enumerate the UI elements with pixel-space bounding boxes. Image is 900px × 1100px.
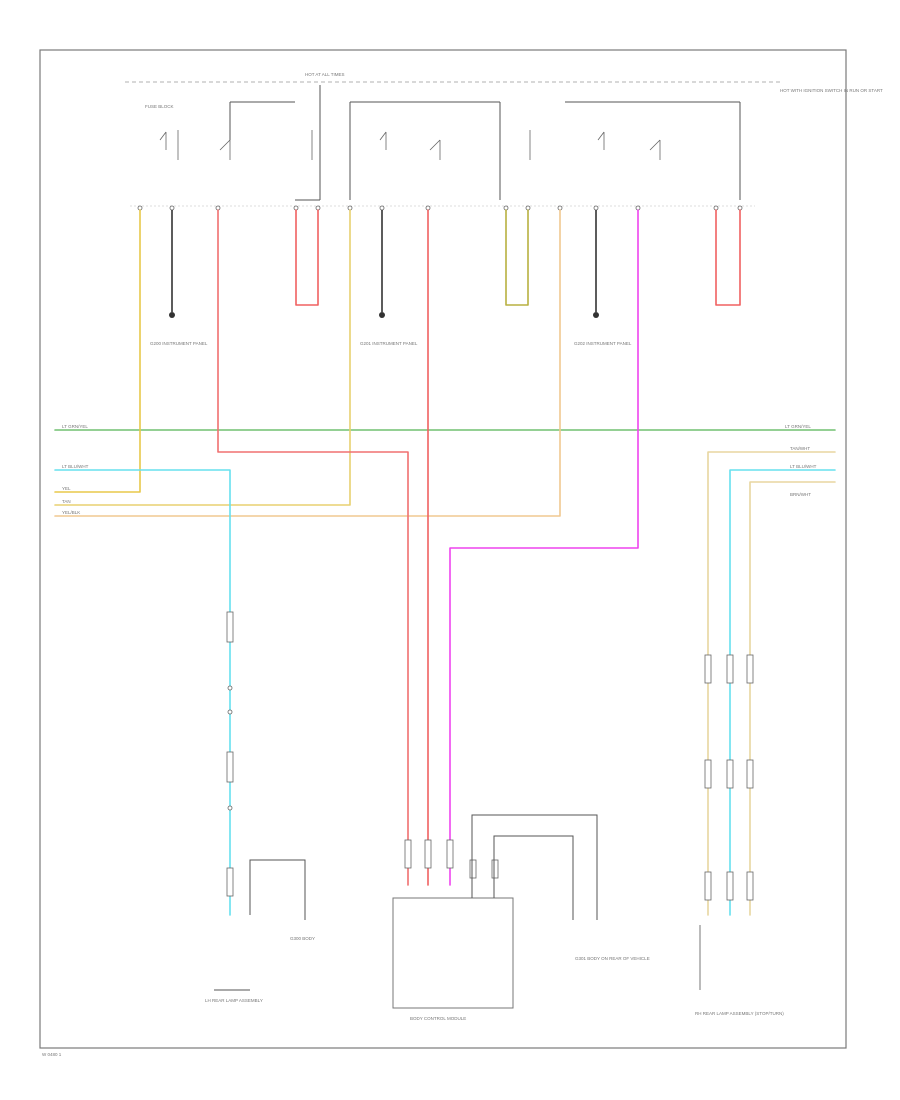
ground-icon xyxy=(169,312,175,318)
fuse-block: FUSE BLOCK xyxy=(145,85,741,201)
red-jumper-left xyxy=(295,209,319,306)
module-pins xyxy=(404,839,499,879)
ground-icon xyxy=(593,312,599,318)
ground-5-label: G301 BODY ON REAR OF VEHICLE xyxy=(575,956,650,961)
tan-wire-right xyxy=(707,451,836,916)
diagram-frame xyxy=(39,49,847,1049)
cyan-wire-left xyxy=(54,469,231,916)
ground-leads: G200 INSTRUMENT PANEL G201 INSTRUMENT PA… xyxy=(150,210,632,346)
top-bus-label: HOT AT ALL TIMES xyxy=(305,72,345,77)
ground-4-label: G300 BODY xyxy=(290,936,315,941)
lh-lamp-label: LH REAR LAMP ASSEMBLY xyxy=(205,998,263,1003)
red-jumper-right xyxy=(715,209,741,306)
right-label-1: TAN/WHT xyxy=(790,446,810,451)
magenta-wire xyxy=(449,209,639,886)
ground-icon xyxy=(379,312,385,318)
body-module-label: BODY CONTROL MODULE xyxy=(410,1016,466,1021)
left-label-4: YEL/BLK xyxy=(62,510,80,515)
ground-3-label: G202 INSTRUMENT PANEL xyxy=(574,341,632,346)
fuse-symbols xyxy=(159,130,741,160)
tan-wire-left xyxy=(54,209,561,517)
right-label-2: LT BLU/WHT xyxy=(790,464,817,469)
module-ground-wire-1 xyxy=(471,814,598,920)
ground-1-label: G200 INSTRUMENT PANEL xyxy=(150,341,208,346)
left-label-3: TAN xyxy=(62,499,71,504)
left-label-1: LT BLU/WHT xyxy=(62,464,89,469)
module-ground-wire-2 xyxy=(493,835,574,920)
right-label-3: BRN/WHT xyxy=(790,492,811,497)
yellow-wire-2 xyxy=(54,209,351,506)
connector-row-top xyxy=(130,205,755,211)
right-note: HOT WITH IGNITION SWITCH IN RUN OR START xyxy=(780,88,883,93)
left-label-0: LT GRN/YEL xyxy=(62,424,88,429)
right-label-0: LT GRN/YEL xyxy=(785,424,811,429)
body-control-module xyxy=(392,897,514,1009)
ground-2-label: G201 INSTRUMENT PANEL xyxy=(360,341,418,346)
fuse-block-label: FUSE BLOCK xyxy=(145,104,174,109)
left-label-2: YEL xyxy=(62,486,71,491)
olive-jumper xyxy=(505,209,529,306)
rh-lamp-label: RH REAR LAMP ASSEMBLY (STOP/TURN) xyxy=(695,1011,784,1016)
inline-connectors-right xyxy=(704,654,754,901)
tan-wire-right-2 xyxy=(749,481,836,916)
red-wire-1 xyxy=(217,209,409,886)
inline-connectors-left xyxy=(226,611,234,897)
cyan-wire-right xyxy=(729,469,836,916)
footer-code: W 0480 1 xyxy=(42,1052,62,1057)
yellow-wire-1 xyxy=(54,209,141,493)
ground-4-lead xyxy=(249,859,306,920)
